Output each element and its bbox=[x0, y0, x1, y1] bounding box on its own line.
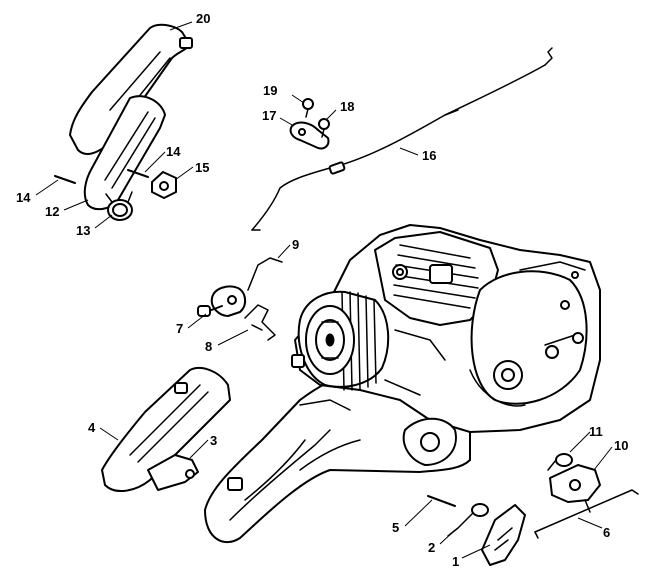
callout-3: 3 bbox=[210, 433, 217, 448]
part-17-lever bbox=[289, 121, 330, 150]
callout-7: 7 bbox=[176, 321, 183, 336]
callout-8: 8 bbox=[205, 339, 212, 354]
callout-14b: 14 bbox=[166, 144, 181, 159]
part-14-pin-left bbox=[54, 175, 76, 184]
callout-16: 16 bbox=[422, 148, 436, 163]
callout-14a: 14 bbox=[16, 190, 31, 205]
callout-10: 10 bbox=[614, 438, 628, 453]
part-13-torsion-spring bbox=[105, 191, 133, 221]
callout-4: 4 bbox=[88, 420, 96, 435]
engine-housing bbox=[204, 224, 601, 543]
callout-20: 20 bbox=[196, 11, 210, 26]
callout-12: 12 bbox=[45, 204, 59, 219]
part-19-screw bbox=[302, 98, 314, 118]
callout-18: 18 bbox=[340, 99, 354, 114]
part-10-switch-lever bbox=[549, 464, 601, 513]
callout-19: 19 bbox=[263, 83, 277, 98]
callout-13: 13 bbox=[76, 223, 90, 238]
part-1-throttle-trigger bbox=[481, 504, 526, 566]
part-16-throttle-cable bbox=[251, 47, 553, 231]
part-6-rod bbox=[534, 489, 639, 539]
part-4-handle-molding bbox=[101, 366, 231, 492]
part-8-spring-clip bbox=[244, 304, 276, 341]
part-15-interlock-lever bbox=[151, 171, 177, 199]
part-18-screw bbox=[318, 118, 330, 138]
callout-6: 6 bbox=[603, 525, 610, 540]
callout-15: 15 bbox=[195, 160, 209, 175]
leader-lines bbox=[35, 21, 613, 559]
part-7-choke-lever bbox=[197, 285, 246, 317]
callout-11: 11 bbox=[589, 424, 603, 439]
callout-labels: 20 19 18 17 16 14 15 14 12 13 9 7 8 4 3 … bbox=[16, 11, 628, 569]
callout-17: 17 bbox=[262, 108, 276, 123]
part-14-pin-right bbox=[127, 169, 149, 178]
callout-9: 9 bbox=[292, 237, 299, 252]
part-11-torsion-spring bbox=[547, 453, 573, 471]
callout-1: 1 bbox=[452, 554, 459, 569]
part-5-pin bbox=[427, 495, 456, 507]
callout-5: 5 bbox=[392, 520, 399, 535]
callout-2: 2 bbox=[428, 540, 435, 555]
part-3-interlock bbox=[147, 454, 199, 491]
part-9-wire-link bbox=[247, 257, 283, 291]
part-12-handle-molding bbox=[83, 95, 166, 211]
